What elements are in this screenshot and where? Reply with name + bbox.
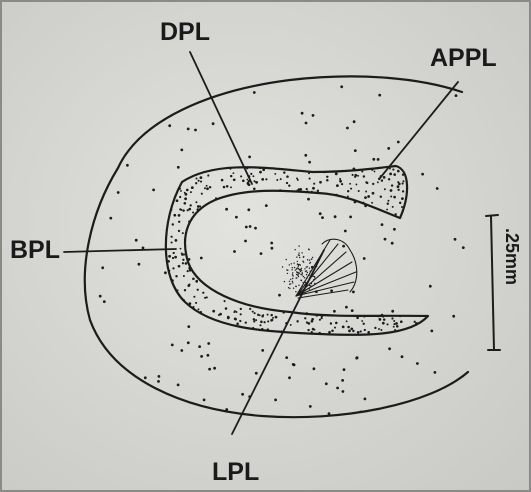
label-scale: .25mm [502,228,522,285]
label-dpl: DPL [160,18,210,46]
label-appl: APPL [430,44,497,72]
label-lpl: LPL [212,458,259,486]
label-bpl: BPL [10,236,60,264]
